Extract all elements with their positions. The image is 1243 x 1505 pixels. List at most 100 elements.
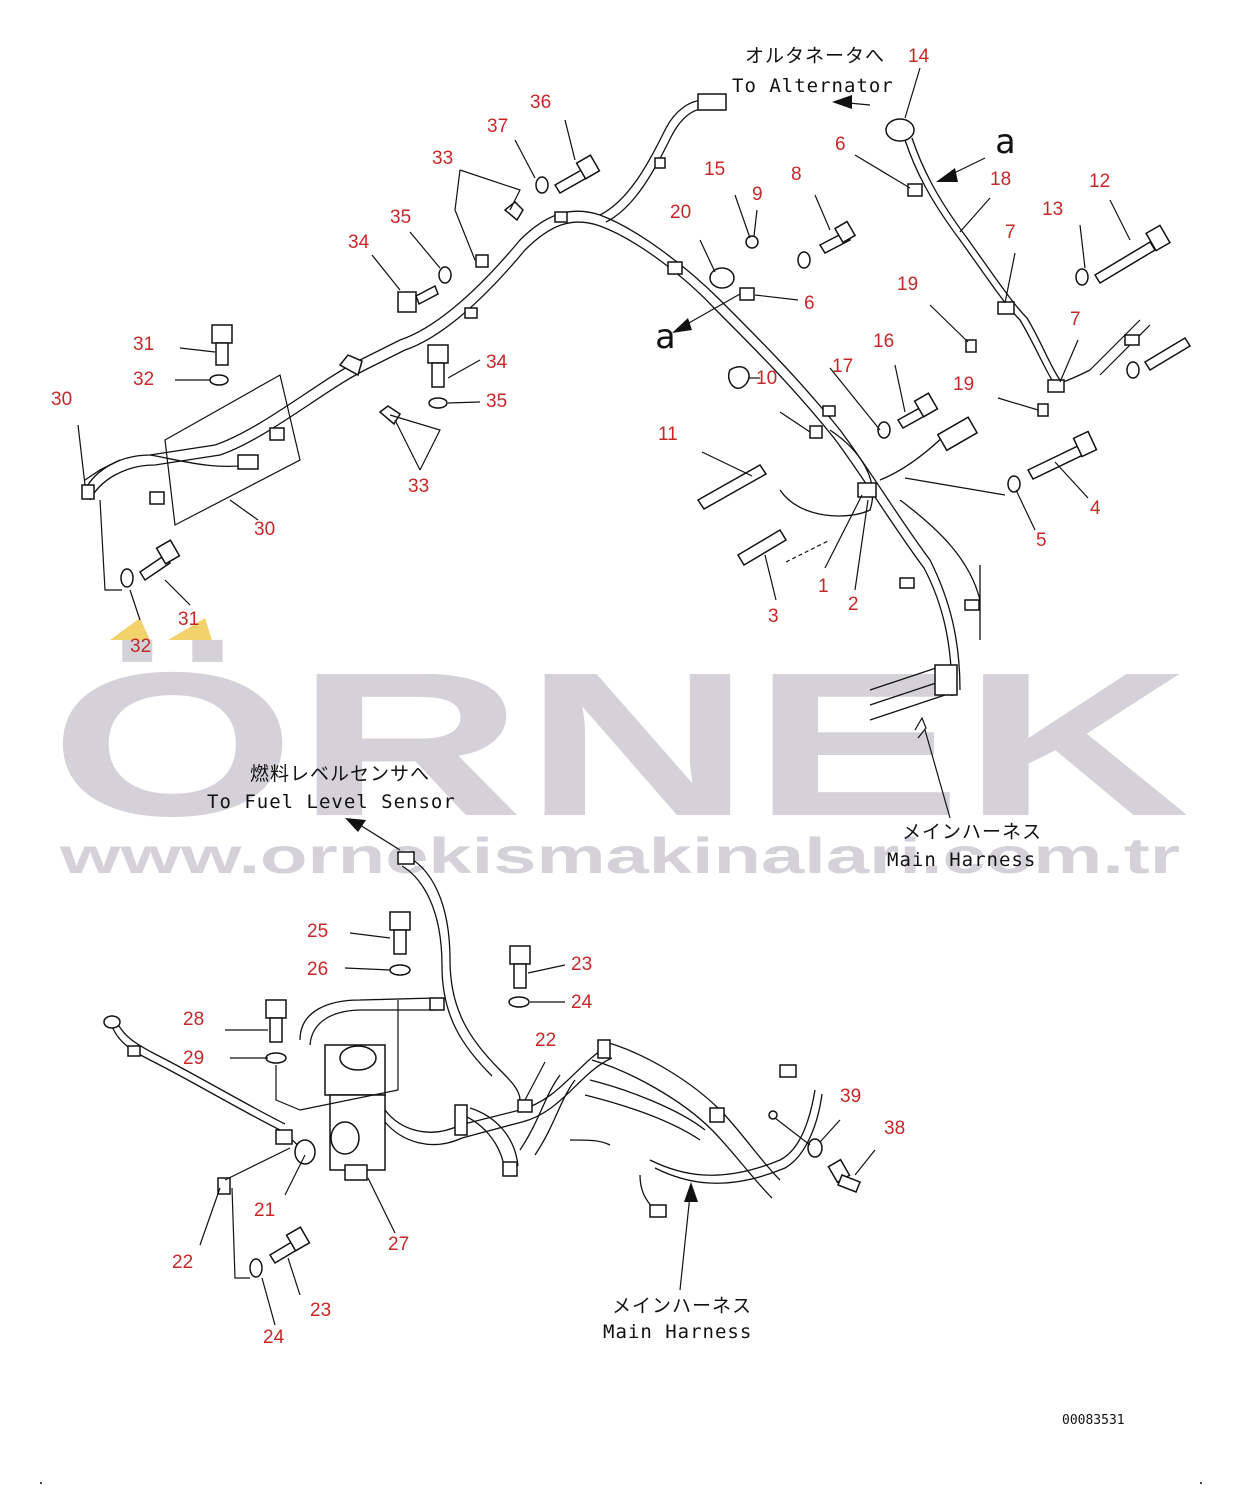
callout-6-b: 6 [804, 293, 815, 314]
watermark-brand: ÖRNEK [50, 630, 1190, 859]
bolt-31-upper [211, 324, 233, 366]
clamp-30-rack-right [269, 427, 285, 441]
callout-20: 20 [670, 202, 691, 223]
to-alternator-jp: オルタネータへ [745, 45, 885, 67]
bracket [338, 354, 363, 377]
callout-5: 5 [1036, 530, 1047, 551]
callout-29: 29 [183, 1048, 204, 1069]
callout-3: 3 [768, 606, 779, 627]
alternator-cable [885, 118, 1192, 393]
cap-15 [745, 235, 759, 249]
bolt-34-mid [427, 344, 449, 388]
callout-12: 12 [1089, 171, 1110, 192]
lower-harness [103, 818, 823, 1218]
clamp-33 [475, 254, 489, 268]
washer-17 [877, 421, 891, 439]
clamp-33-top [503, 200, 524, 222]
callout-7: 7 [1005, 222, 1016, 243]
clamp [554, 211, 568, 223]
clamp-part-1 [857, 482, 877, 498]
callout-34: 34 [348, 232, 370, 253]
callout-31-b: 31 [178, 609, 199, 630]
pin-3 [736, 528, 788, 567]
callout-7-b: 7 [1070, 309, 1081, 330]
callout-16: 16 [873, 331, 894, 352]
lower-leaders [199, 932, 876, 1326]
upper-parts [81, 154, 1098, 588]
bolt-31-lower [138, 539, 181, 582]
cable-clamp-7 [997, 301, 1015, 315]
bolt-25 [389, 911, 411, 955]
clamp [964, 599, 980, 611]
callout-2: 2 [848, 594, 859, 615]
bolt-right [1143, 336, 1192, 372]
washer-right [1126, 361, 1140, 379]
clamp-22 [517, 1099, 533, 1113]
clamp-6-mid [739, 287, 755, 301]
washer-5 [1007, 475, 1021, 493]
fuel-sensor-connector [397, 851, 415, 865]
connector-lower [649, 1204, 667, 1218]
washer-24-lower [249, 1258, 263, 1278]
clamp [275, 1129, 293, 1145]
annotations: オルタネータへ To Alternator a a 燃料レベルセンサへ To F… [207, 45, 1125, 1428]
callout-33-b: 33 [408, 476, 429, 497]
callout-39: 39 [840, 1086, 861, 1107]
view-a-lower: a [655, 317, 675, 357]
clamp [502, 1161, 518, 1177]
connector [429, 997, 445, 1011]
main-harness-upper-jp: メインハーネス [902, 821, 1042, 843]
clamp [597, 1039, 611, 1059]
callout-34-b: 34 [486, 352, 508, 373]
washer-39 [807, 1138, 823, 1158]
callout-6: 6 [835, 134, 846, 155]
clamp [667, 261, 683, 275]
callout-19: 19 [897, 274, 918, 295]
main-harness-lower-jp: メインハーネス [612, 1295, 752, 1317]
watermark-umlaut-left [110, 618, 150, 640]
clamp [464, 307, 478, 319]
clamp-19-lower [1037, 403, 1049, 417]
hole [768, 1110, 778, 1120]
callout-10: 10 [756, 368, 777, 389]
clip-10 [728, 365, 750, 390]
callout-32: 32 [133, 369, 154, 390]
connector-39 [779, 1064, 797, 1078]
clamp [899, 577, 915, 589]
clamp [127, 1045, 141, 1057]
alternator-terminal-cap [885, 118, 915, 142]
upper-leaders [77, 67, 1131, 819]
drawing-number: 00083531 [1062, 1413, 1125, 1428]
bolt-4 [1026, 444, 1087, 480]
washer-9 [797, 251, 811, 269]
callout-24-b: 24 [263, 1327, 285, 1348]
callout-23-b: 23 [310, 1300, 331, 1321]
clamp-30-rack [149, 491, 165, 505]
clamp [454, 1104, 468, 1136]
callout-17: 17 [832, 356, 853, 377]
oil-pressure-connector [936, 416, 979, 452]
bolt-23-upper [509, 945, 531, 989]
callout-19-b: 19 [953, 374, 974, 395]
callout-13: 13 [1042, 199, 1063, 220]
callout-14: 14 [908, 46, 930, 67]
callout-38: 38 [884, 1118, 905, 1139]
callout-9: 9 [752, 184, 763, 205]
washer-35-upper [438, 266, 452, 284]
callout-27: 27 [388, 1234, 409, 1255]
clamp-10 [809, 425, 823, 439]
harness-junction [934, 664, 958, 696]
cable-clamp-6 [907, 183, 923, 197]
callout-35-b: 35 [486, 391, 507, 412]
callout-25: 25 [307, 921, 328, 942]
bolt-23-lower [268, 1226, 311, 1265]
washer-35-mid [428, 397, 448, 409]
callouts: 1 2 3 4 5 6 6 7 7 8 9 10 11 12 13 14 15 … [51, 46, 1110, 1348]
upper-harness [84, 93, 981, 721]
clamp [709, 1107, 725, 1123]
alternator-connector [697, 93, 727, 111]
main-harness-lower-en: Main Harness [603, 1321, 752, 1343]
pin-11 [696, 464, 768, 510]
callout-26: 26 [307, 959, 328, 980]
